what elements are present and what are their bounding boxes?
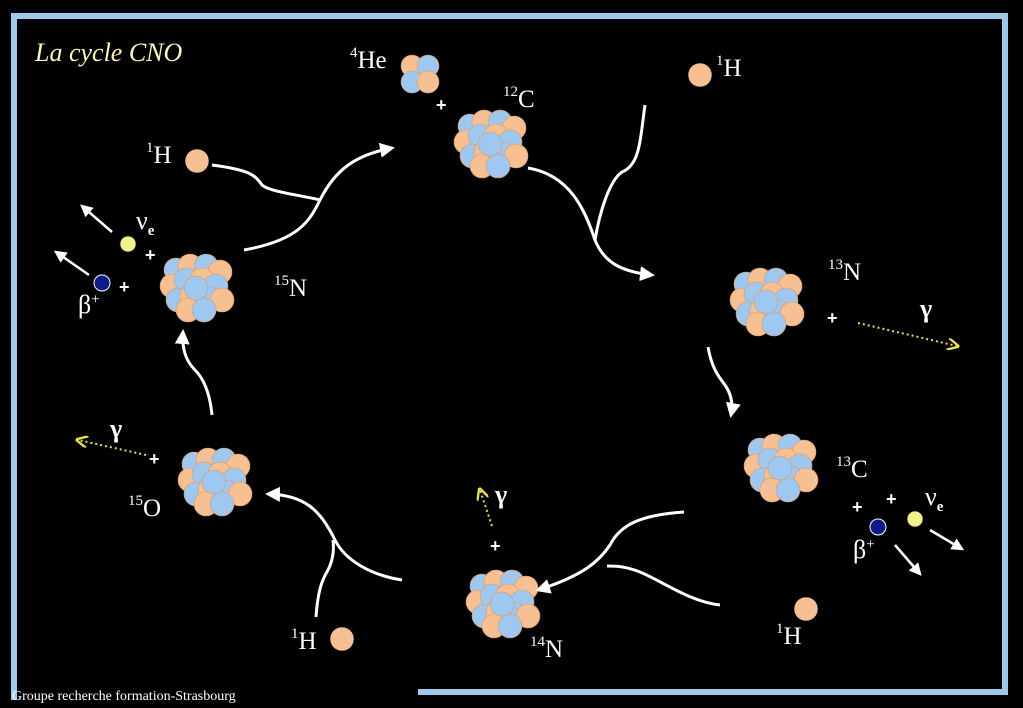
- nucleus-c12-nucleon: [485, 153, 511, 179]
- nucleus-n13-nucleon: [753, 289, 779, 315]
- positron-top-left: [93, 274, 111, 292]
- label-h1-bottom-right: 1H: [776, 621, 802, 650]
- arrow-nu-bottom-right: [929, 528, 965, 551]
- label-c13: 13C: [836, 454, 868, 483]
- proton-h1-bottom-right: [793, 596, 819, 622]
- gamma-arrow-left: [78, 440, 147, 456]
- gamma-arrow-right: [857, 322, 957, 346]
- arrow-n13-to-c13: [706, 346, 741, 418]
- label-n13: 13N: [828, 257, 862, 286]
- plus-n13-gamma: +: [827, 308, 838, 328]
- gamma-symbol-right: γ: [920, 294, 933, 323]
- nucleus-n14-nucleon: [497, 613, 523, 639]
- nucleus-he4: [400, 54, 440, 94]
- nuclei-layer: [159, 54, 819, 639]
- h1-join-bottom-right: [606, 564, 721, 607]
- h1-join-top-left: [211, 163, 321, 202]
- label-n15: 15N: [274, 273, 308, 302]
- diagram-title: La cycle CNO: [35, 38, 183, 67]
- nucleus-c13-nucleon: [767, 455, 793, 481]
- nucleus-n13-nucleon: [761, 311, 787, 337]
- neutrino-bottom-right: [906, 510, 924, 528]
- label-o15: 15O: [128, 493, 162, 522]
- plus-nu-c13: +: [886, 489, 897, 509]
- nucleus-n15-nucleon: [183, 275, 209, 301]
- h1-join-top-right: [593, 104, 647, 241]
- label-n14: 14N: [530, 634, 564, 663]
- proton-h1-bottom-left: [329, 626, 355, 652]
- plus-nu-n15: +: [145, 245, 156, 265]
- positron-bottom-right: [869, 518, 887, 536]
- nucleus-n15: [159, 253, 235, 323]
- plus-beta-n15: +: [119, 277, 130, 297]
- nucleus-o15-nucleon: [201, 469, 227, 495]
- label-c12: 12C: [503, 84, 535, 113]
- arrow-o15-to-n15: [174, 329, 214, 416]
- nucleus-c12-nucleon: [477, 131, 503, 157]
- nu-symbol-top-left: νe: [136, 206, 155, 240]
- frame-border: [11, 13, 1008, 700]
- nucleus-n13: [729, 267, 805, 337]
- nucleus-o15: [177, 447, 253, 517]
- reaction-arrows: [53, 104, 965, 618]
- nucleus-c12: [453, 109, 529, 179]
- label-h1-top-right: 1H: [716, 53, 742, 82]
- arrow-beta-bottom-right: [894, 544, 922, 576]
- neutrino-top-left: [119, 235, 137, 253]
- nucleus-he4-nucleon: [416, 70, 440, 94]
- arrow-c13-to-n14: [535, 510, 685, 594]
- nucleus-n15-nucleon: [191, 297, 217, 323]
- arrow-c12-to-n13: [527, 166, 655, 282]
- beta-symbol-top-left: β+: [78, 290, 100, 319]
- nucleus-n14-nucleon: [489, 591, 515, 617]
- gamma-symbol-left: γ: [110, 414, 123, 443]
- beta-symbol-bottom-right: β+: [853, 535, 875, 564]
- nucleus-o15-nucleon: [209, 491, 235, 517]
- gamma-arrow-bottom: [480, 490, 493, 527]
- proton-h1-top-right: [687, 62, 713, 88]
- proton-h1-left: [184, 148, 210, 174]
- nucleus-c13: [743, 433, 819, 503]
- nucleus-c13-nucleon: [775, 477, 801, 503]
- label-he4: 4He: [350, 45, 387, 74]
- arrow-nu-top-left: [80, 204, 113, 233]
- nucleus-n14: [465, 569, 541, 639]
- plus-o15-gamma: +: [149, 449, 160, 469]
- h1-join-bottom-left: [314, 539, 335, 618]
- footer-credit: Groupe recherche formation-Strasbourg: [12, 689, 236, 704]
- arrow-n14-to-o15: [265, 486, 403, 582]
- arrow-beta-top-left: [53, 250, 90, 277]
- label-h1-left: 1H: [146, 140, 172, 169]
- nu-symbol-bottom-right: νe: [925, 482, 944, 516]
- plus-he4-c12: +: [436, 95, 447, 115]
- plus-n14-gamma: +: [490, 536, 501, 556]
- single-particles: [93, 62, 924, 652]
- label-h1-bottom-left: 1H: [291, 626, 317, 655]
- gamma-arrows: [78, 322, 957, 527]
- plus-beta-c13: +: [852, 497, 863, 517]
- gamma-symbol-bottom: γ: [495, 480, 508, 509]
